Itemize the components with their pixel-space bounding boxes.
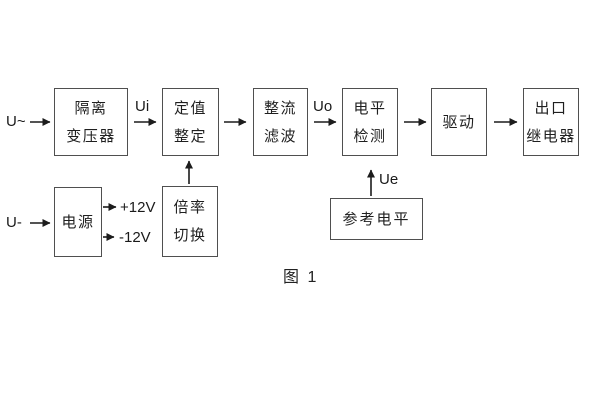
block-setting-adjust-line1: 定值 — [173, 99, 207, 117]
block-isolation-transformer: 隔离 变压器 — [54, 88, 128, 156]
block-rectify-filter-line2: 滤波 — [263, 127, 297, 145]
block-rectify-filter: 整流 滤波 — [253, 88, 308, 156]
block-rectify-filter-line1: 整流 — [263, 99, 297, 117]
block-drive-line1: 驱动 — [442, 113, 476, 131]
label-plus-12v: +12V — [120, 199, 156, 216]
block-output-relay-line2: 继电器 — [526, 127, 576, 145]
block-power-supply: 电源 — [54, 187, 102, 257]
block-level-detect-line1: 电平 — [353, 99, 387, 117]
block-isolation-transformer-line2: 变压器 — [66, 127, 116, 145]
block-reference-level-line1: 参考电平 — [342, 210, 411, 228]
block-level-detect-line2: 检测 — [353, 127, 387, 145]
label-signal-ui: Ui — [135, 98, 150, 115]
block-isolation-transformer-line1: 隔离 — [74, 99, 108, 117]
block-output-relay: 出口 继电器 — [523, 88, 579, 156]
label-dc-input: U- — [6, 214, 22, 231]
label-signal-ue: Ue — [379, 171, 399, 188]
label-ac-input: U~ — [6, 113, 26, 130]
block-ratio-switch-line2: 切换 — [173, 227, 207, 244]
label-minus-12v: -12V — [119, 229, 151, 246]
block-setting-adjust: 定值 整定 — [162, 88, 219, 156]
block-setting-adjust-line2: 整定 — [173, 127, 207, 145]
label-signal-uo: Uo — [313, 98, 333, 115]
block-power-supply-line1: 电源 — [61, 213, 95, 231]
block-reference-level: 参考电平 — [330, 198, 423, 240]
figure-caption: 图 1 — [283, 269, 319, 286]
block-ratio-switch: 倍率 切换 — [162, 186, 218, 257]
block-output-relay-line1: 出口 — [534, 99, 568, 117]
block-level-detect: 电平 检测 — [342, 88, 398, 156]
block-drive: 驱动 — [431, 88, 487, 156]
block-ratio-switch-line1: 倍率 — [173, 199, 207, 216]
